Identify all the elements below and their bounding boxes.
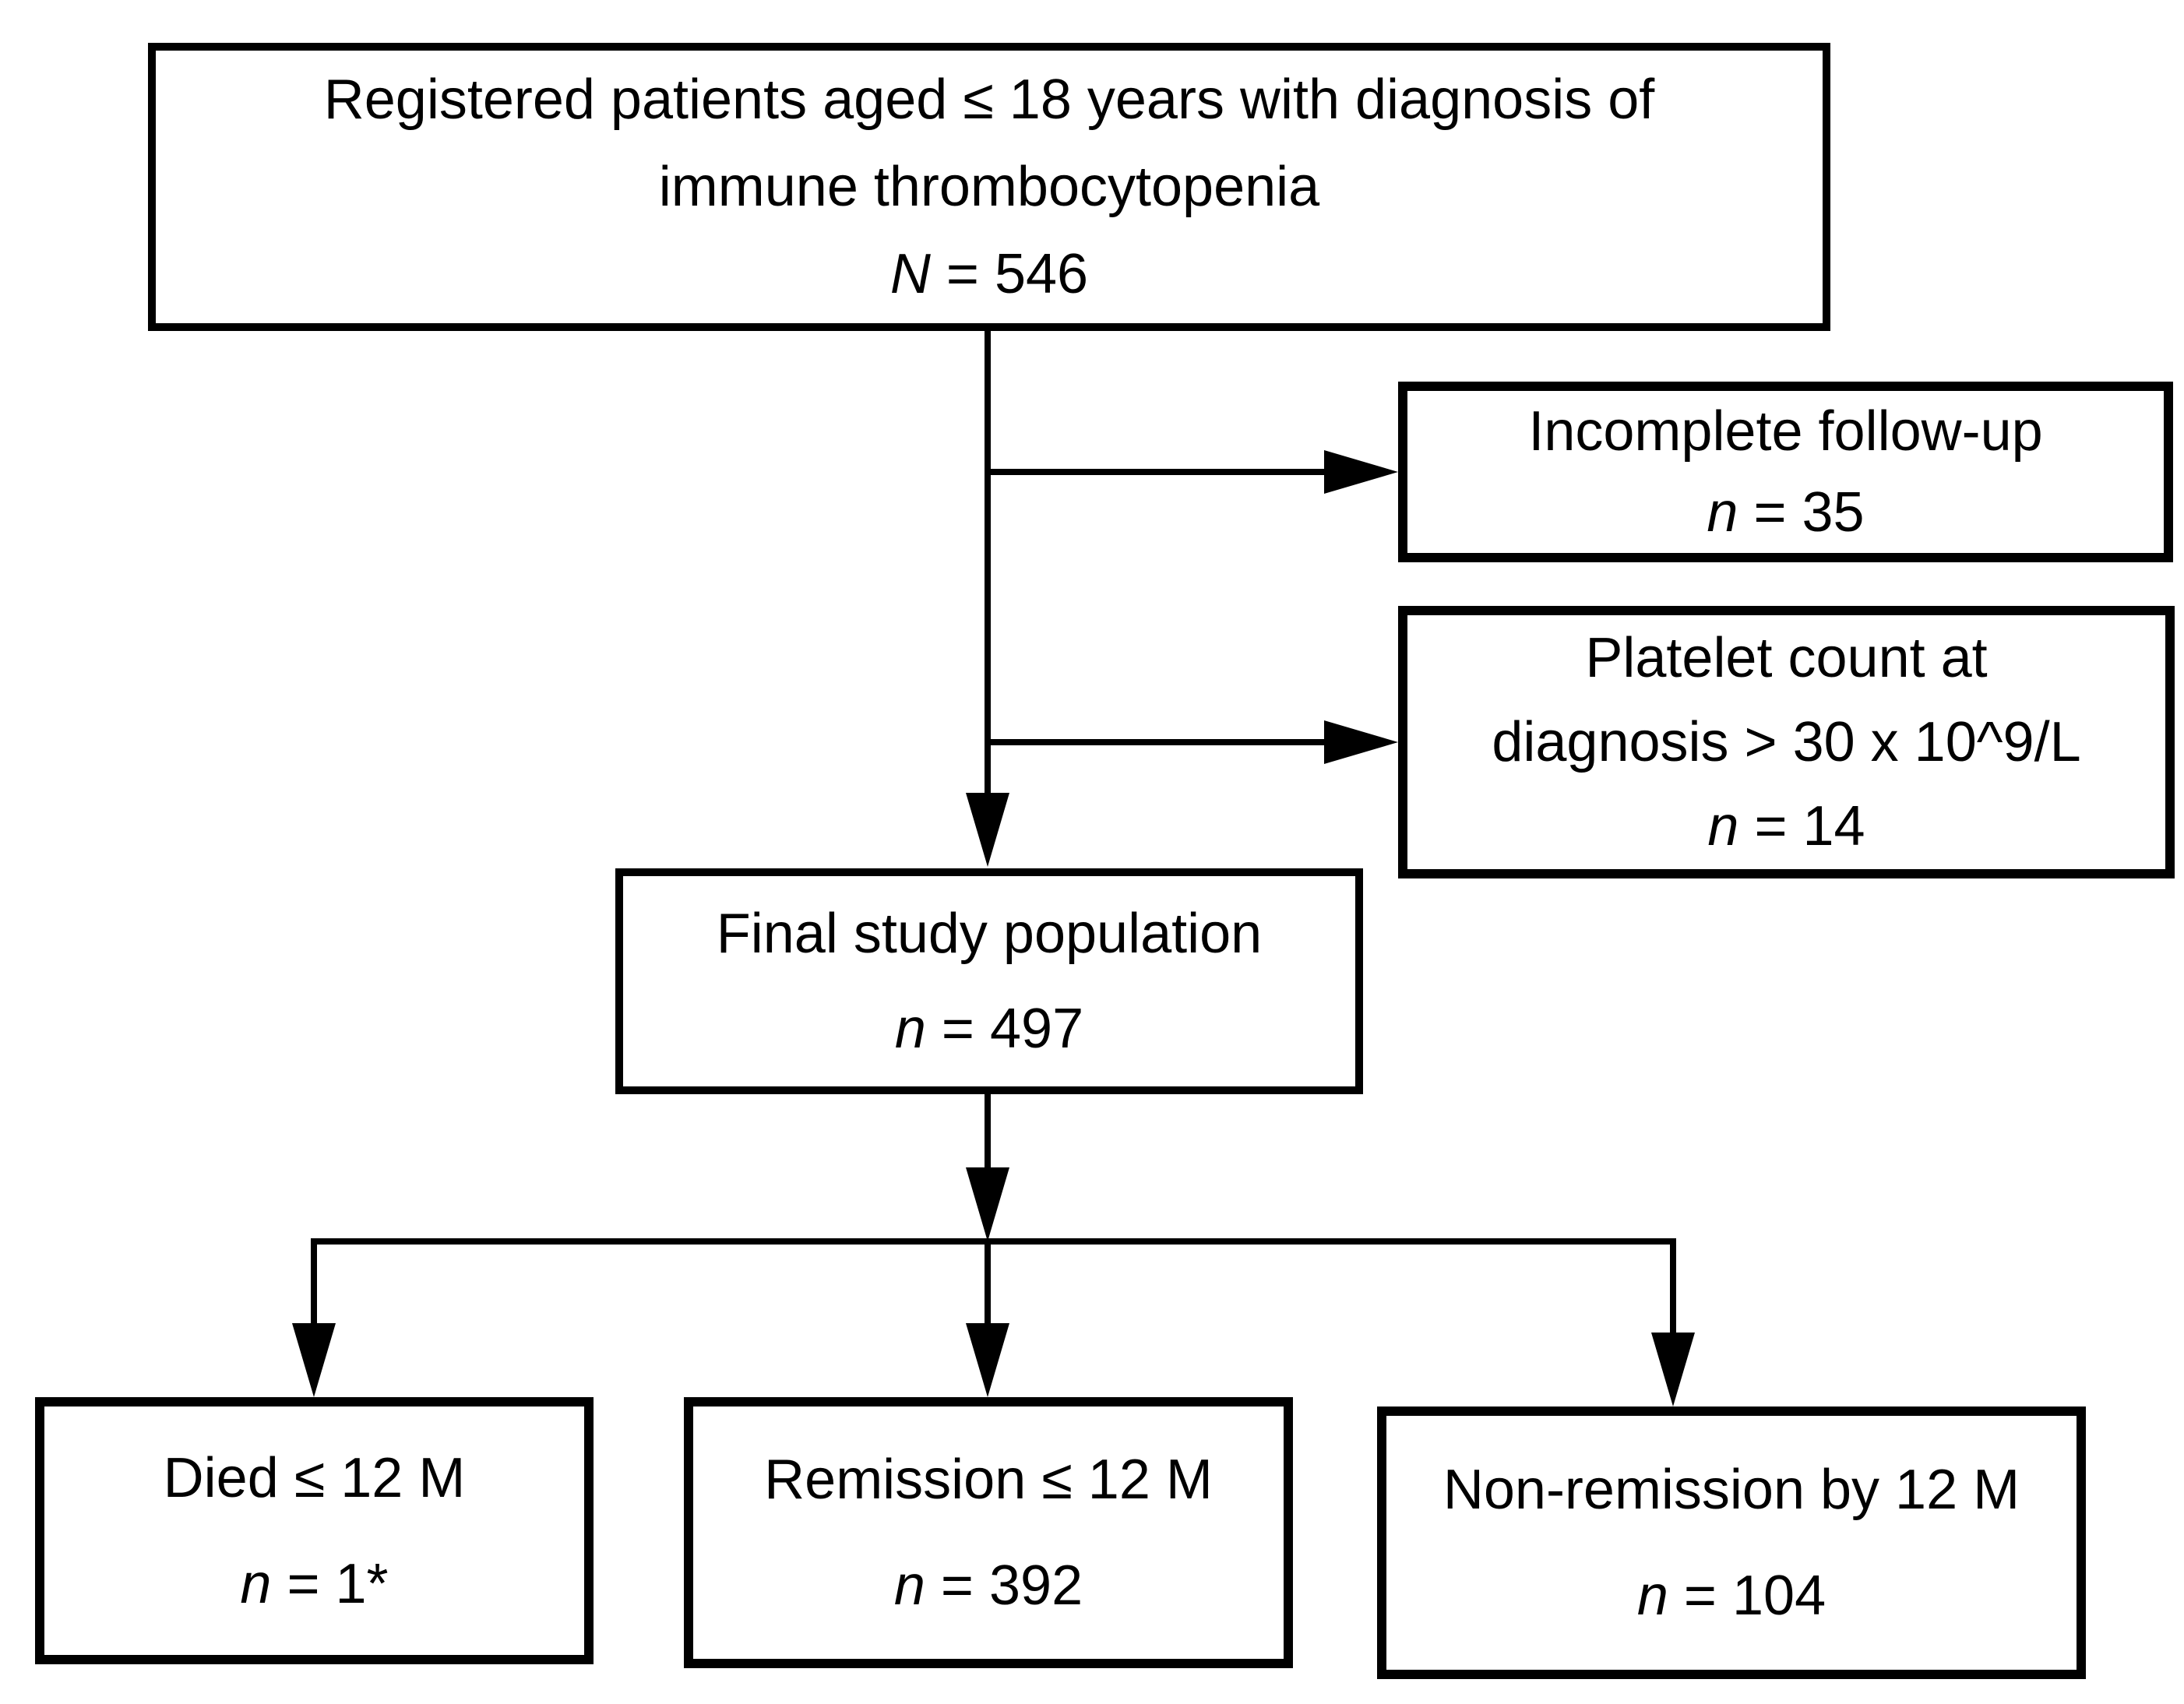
node-text-line: diagnosis > 30 x 10^9/L [1492, 711, 2081, 773]
count-symbol: n [1707, 795, 1739, 857]
node-count-line: n = 1* [240, 1531, 388, 1637]
count-value: = 104 [1668, 1565, 1826, 1627]
node-count-line: n = 497 [895, 981, 1083, 1076]
count-value: = 497 [925, 998, 1084, 1060]
node-incomplete-followup: Incomplete follow-up n = 35 [1398, 382, 2173, 562]
node-platelet-count-exclusion: Platelet count at diagnosis > 30 x 10^9/… [1398, 606, 2175, 878]
node-registered-patients: Registered patients aged ≤ 18 years with… [148, 43, 1830, 331]
down-arrowhead-icon [966, 1167, 1009, 1241]
count-symbol: n [893, 1554, 925, 1617]
node-remission: Remission ≤ 12 M n = 392 [684, 1397, 1293, 1668]
count-value: = 14 [1738, 795, 1865, 857]
node-final-study-population: Final study population n = 497 [615, 868, 1363, 1094]
node-text-line: Registered patients aged ≤ 18 years with… [323, 69, 1655, 131]
right-arrowhead-icon [1324, 450, 1398, 494]
count-value: = 1* [271, 1552, 389, 1615]
connector-main-vertical [985, 331, 991, 802]
count-value: = 35 [1738, 481, 1865, 544]
count-symbol: n [1707, 481, 1738, 544]
node-text-line: Died ≤ 12 M [163, 1446, 466, 1509]
connector-drop-died [311, 1238, 317, 1328]
count-symbol: n [894, 998, 926, 1060]
connector-branch-platelet [988, 739, 1330, 745]
node-text-line: Remission ≤ 12 M [764, 1449, 1213, 1511]
down-arrowhead-icon [966, 1323, 1009, 1397]
connector-final-to-split [985, 1094, 991, 1172]
node-text-line: Incomplete follow-up [1528, 400, 2043, 463]
connector-branch-incomplete [988, 469, 1330, 475]
node-text-line: Final study population [716, 903, 1263, 965]
count-value: = 392 [925, 1554, 1083, 1617]
node-count-line: N = 546 [890, 231, 1088, 318]
node-text-line: Non-remission by 12 M [1442, 1459, 2020, 1521]
count-symbol: n [240, 1552, 272, 1615]
node-died: Died ≤ 12 M n = 1* [35, 1397, 594, 1664]
down-arrowhead-icon [292, 1323, 336, 1397]
connector-drop-remission [985, 1238, 991, 1328]
down-arrowhead-icon [1651, 1333, 1695, 1407]
count-symbol: n [1636, 1565, 1668, 1627]
down-arrowhead-icon [966, 793, 1009, 867]
count-symbol: N [889, 243, 931, 305]
node-non-remission: Non-remission by 12 M n = 104 [1377, 1407, 2086, 1679]
connector-drop-non-remission [1670, 1238, 1676, 1336]
count-value: = 546 [930, 243, 1089, 305]
node-count-line: n = 392 [894, 1533, 1083, 1639]
right-arrowhead-icon [1324, 720, 1398, 764]
connector-split-horizontal [313, 1238, 1676, 1245]
node-count-line: n = 14 [1707, 784, 1865, 868]
node-text-line: immune thrombocytopenia [658, 156, 1320, 218]
node-count-line: n = 104 [1637, 1543, 1826, 1649]
node-text-line: Platelet count at [1585, 627, 1988, 689]
node-count-line: n = 35 [1707, 472, 1864, 553]
